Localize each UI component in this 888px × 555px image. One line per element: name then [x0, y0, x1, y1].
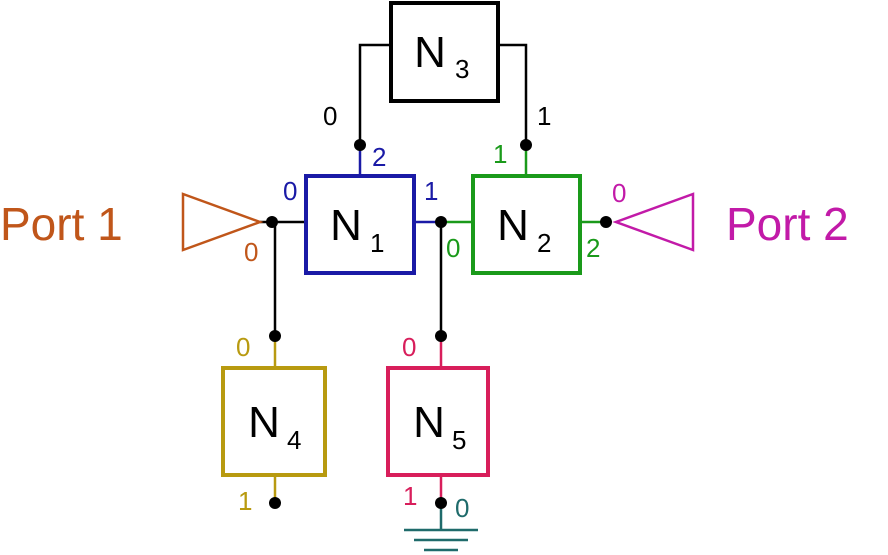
pin-number-n5-bottom: 1 — [403, 481, 417, 511]
node-n5-label: N — [413, 398, 445, 447]
pin-number-n1-right: 1 — [424, 176, 438, 206]
junction-dot — [269, 330, 281, 342]
node-n1-subscript: 1 — [370, 228, 384, 258]
node-n3-subscript: 3 — [455, 54, 469, 84]
junction-dot — [520, 139, 532, 151]
node-n5-subscript: 5 — [452, 425, 466, 455]
port2-label: Port 2 — [726, 198, 849, 250]
pin-number-n1-top: 2 — [372, 142, 386, 172]
node-n2-label: N — [497, 201, 529, 250]
port2-triangle-icon — [612, 192, 695, 252]
wire-n3-n2 — [498, 43, 528, 145]
port1-label: Port 1 — [0, 198, 123, 250]
pin-number-n4-top: 0 — [236, 332, 250, 362]
pin-number-n2-top: 1 — [493, 139, 507, 169]
node-n5[interactable]: N 5 — [386, 366, 490, 477]
port1-number: 0 — [244, 237, 258, 267]
junction-dot — [269, 497, 281, 509]
port1-triangle-icon — [181, 192, 264, 252]
wire-n3-n1 — [358, 43, 391, 145]
junctions — [266, 139, 612, 509]
pin-number-n1-left: 0 — [283, 176, 297, 206]
junction-dot — [435, 216, 447, 228]
node-n1[interactable]: N 1 — [304, 174, 416, 275]
node-n2-subscript: 2 — [537, 228, 551, 258]
junction-dot — [600, 216, 612, 228]
port2-number: 0 — [612, 178, 626, 208]
pin-number-n5-top: 0 — [402, 332, 416, 362]
junction-dot — [435, 497, 447, 509]
pin-number-n3-right: 1 — [537, 101, 551, 131]
node-n3-label: N — [414, 28, 446, 77]
node-n2[interactable]: N 2 — [471, 174, 582, 275]
pin-number-n3-left: 0 — [323, 101, 337, 131]
node-n3[interactable]: N 3 — [389, 1, 500, 103]
ground-symbol — [404, 503, 478, 552]
pin-number-n2-left: 0 — [446, 233, 460, 263]
pin-number-n2-right: 2 — [586, 233, 600, 263]
junction-dot — [266, 216, 278, 228]
junction-dot — [435, 330, 447, 342]
junction-dot — [354, 139, 366, 151]
node-n4[interactable]: N 4 — [221, 366, 327, 477]
node-n4-subscript: 4 — [287, 425, 301, 455]
node-n4-label: N — [248, 398, 280, 447]
node-n1-label: N — [330, 201, 362, 250]
ground-number: 0 — [455, 493, 469, 523]
pin-number-n4-bottom: 1 — [238, 486, 252, 516]
